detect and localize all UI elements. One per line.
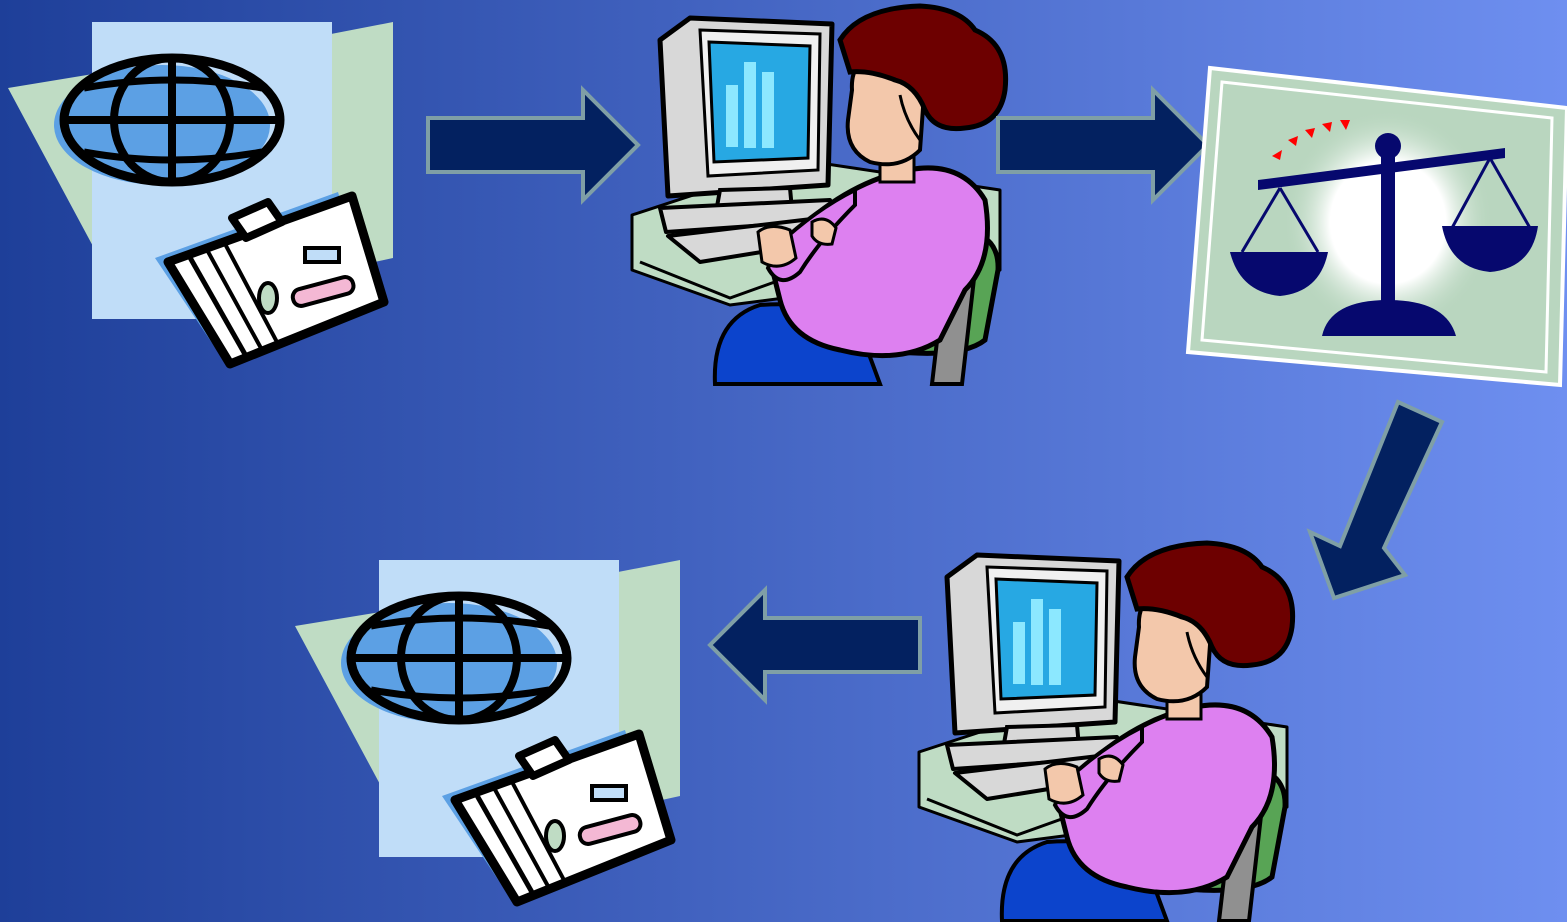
balance-scale-icon — [1185, 65, 1567, 388]
down-left-arrow-icon — [1306, 399, 1445, 601]
